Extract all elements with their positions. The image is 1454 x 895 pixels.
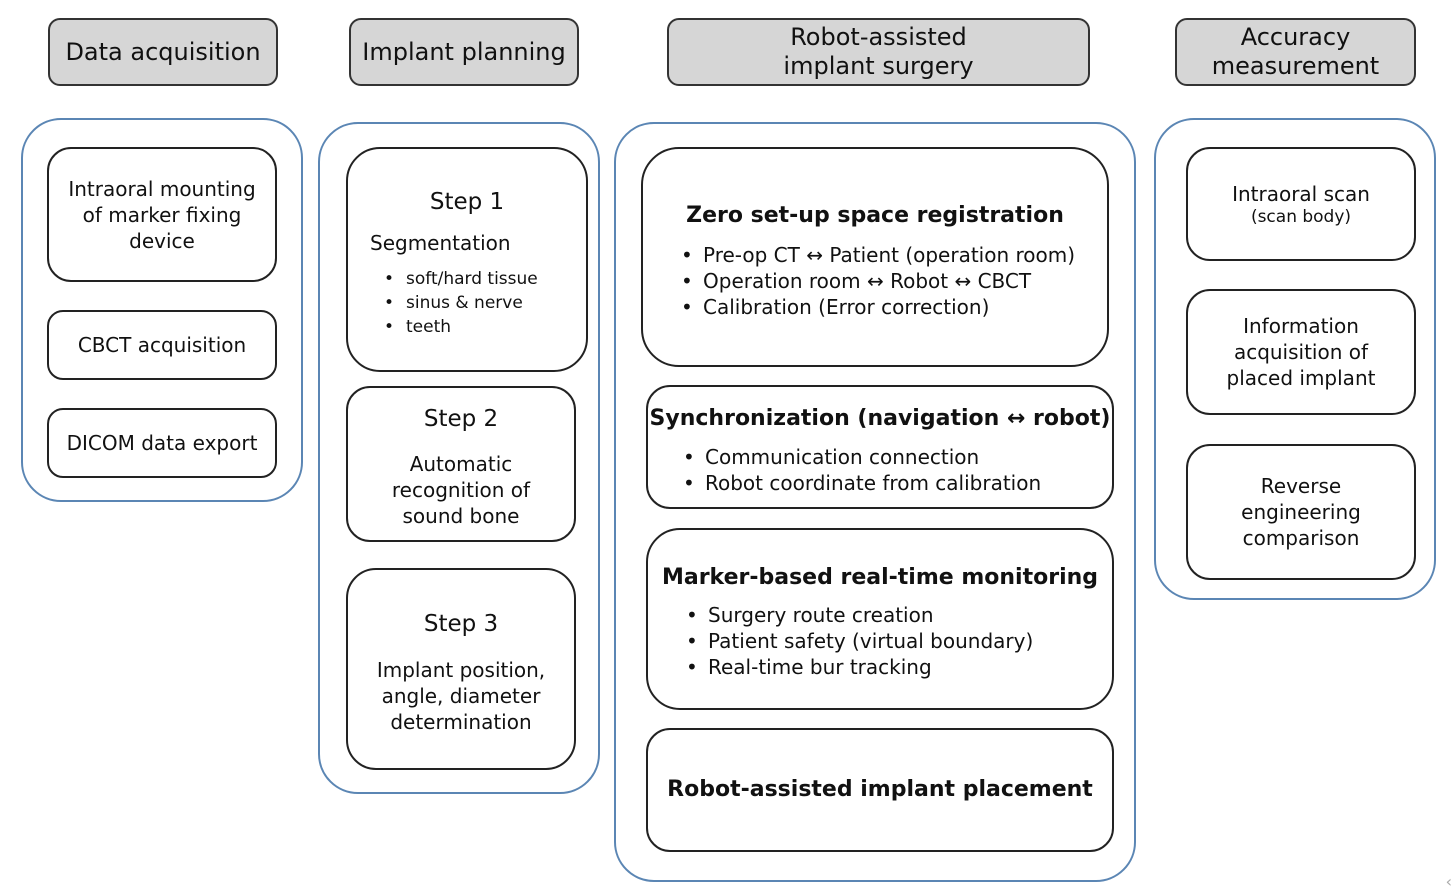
box-cbct-acquisition: CBCT acquisition	[47, 310, 277, 380]
header-accuracy-measurement: Accuracy measurement	[1175, 18, 1416, 86]
step-1-title: Step 1	[429, 189, 505, 215]
box-placement: Robot-assisted implant placement	[646, 728, 1114, 852]
intraoral-mounting-text: Intraoral mounting of marker fixing devi…	[68, 176, 256, 253]
monitoring-item: Real-time bur tracking	[686, 654, 1033, 680]
box-intraoral-scan: Intraoral scan (scan body)	[1186, 147, 1416, 261]
step-2-title: Step 2	[423, 406, 499, 432]
header-implant-planning: Implant planning	[349, 18, 579, 86]
chevron-left-icon: ‹	[1445, 872, 1452, 891]
box-step-2: Step 2 Automatic recognition of sound bo…	[346, 386, 576, 542]
step-1-item: soft/hard tissue	[384, 267, 538, 291]
registration-list: Pre-op CT ↔ Patient (operation room) Ope…	[681, 242, 1075, 320]
registration-title: Zero set-up space registration	[686, 203, 1064, 228]
box-step-3: Step 3 Implant position, angle, diameter…	[346, 568, 576, 770]
reverse-engineering-text: Reverse engineering comparison	[1241, 474, 1361, 550]
intraoral-scan-text: Intraoral scan	[1232, 181, 1370, 206]
box-dicom-export: DICOM data export	[47, 408, 277, 478]
box-step-1: Step 1 Segmentation soft/hard tissue sin…	[346, 147, 588, 372]
header-accuracy-label: Accuracy measurement	[1211, 23, 1380, 80]
registration-item: Operation room ↔ Robot ↔ CBCT	[681, 268, 1075, 294]
box-information-acquisition: Information acquisition of placed implan…	[1186, 289, 1416, 415]
synchronization-item: Robot coordinate from calibration	[683, 470, 1041, 496]
monitoring-list: Surgery route creation Patient safety (v…	[686, 602, 1033, 680]
step-1-subtitle: Segmentation	[370, 231, 511, 255]
step-1-list: soft/hard tissue sinus & nerve teeth	[384, 267, 538, 339]
header-implant-planning-label: Implant planning	[362, 37, 566, 66]
scan-body-text: (scan body)	[1250, 206, 1352, 227]
step-2-text: Automatic recognition of sound bone	[391, 452, 531, 528]
box-intraoral-mounting: Intraoral mounting of marker fixing devi…	[47, 147, 277, 282]
dicom-export-text: DICOM data export	[66, 431, 258, 455]
header-robot-surgery: Robot-assisted implant surgery	[667, 18, 1090, 86]
step-1-item: teeth	[384, 315, 538, 339]
placement-title: Robot-assisted implant placement	[667, 777, 1093, 802]
box-synchronization: Synchronization (navigation ↔ robot) Com…	[646, 385, 1114, 509]
registration-item: Pre-op CT ↔ Patient (operation room)	[681, 242, 1075, 268]
step-3-text: Implant position, angle, diameter determ…	[376, 658, 546, 734]
step-3-title: Step 3	[423, 611, 499, 637]
monitoring-title: Marker-based real-time monitoring	[661, 565, 1099, 590]
synchronization-item: Communication connection	[683, 444, 1041, 470]
box-monitoring: Marker-based real-time monitoring Surger…	[646, 528, 1114, 710]
box-registration: Zero set-up space registration Pre-op CT…	[641, 147, 1109, 367]
registration-item: Calibration (Error correction)	[681, 294, 1075, 320]
synchronization-list: Communication connection Robot coordinat…	[683, 444, 1041, 496]
monitoring-item: Surgery route creation	[686, 602, 1033, 628]
header-data-acquisition: Data acquisition	[48, 18, 278, 86]
box-reverse-engineering: Reverse engineering comparison	[1186, 444, 1416, 580]
step-1-item: sinus & nerve	[384, 291, 538, 315]
information-acquisition-text: Information acquisition of placed implan…	[1226, 314, 1376, 390]
header-data-acquisition-label: Data acquisition	[65, 37, 261, 66]
synchronization-title: Synchronization (navigation ↔ robot)	[649, 406, 1111, 431]
cbct-acquisition-text: CBCT acquisition	[77, 333, 247, 357]
monitoring-item: Patient safety (virtual boundary)	[686, 628, 1033, 654]
header-robot-surgery-label: Robot-assisted implant surgery	[783, 23, 974, 80]
